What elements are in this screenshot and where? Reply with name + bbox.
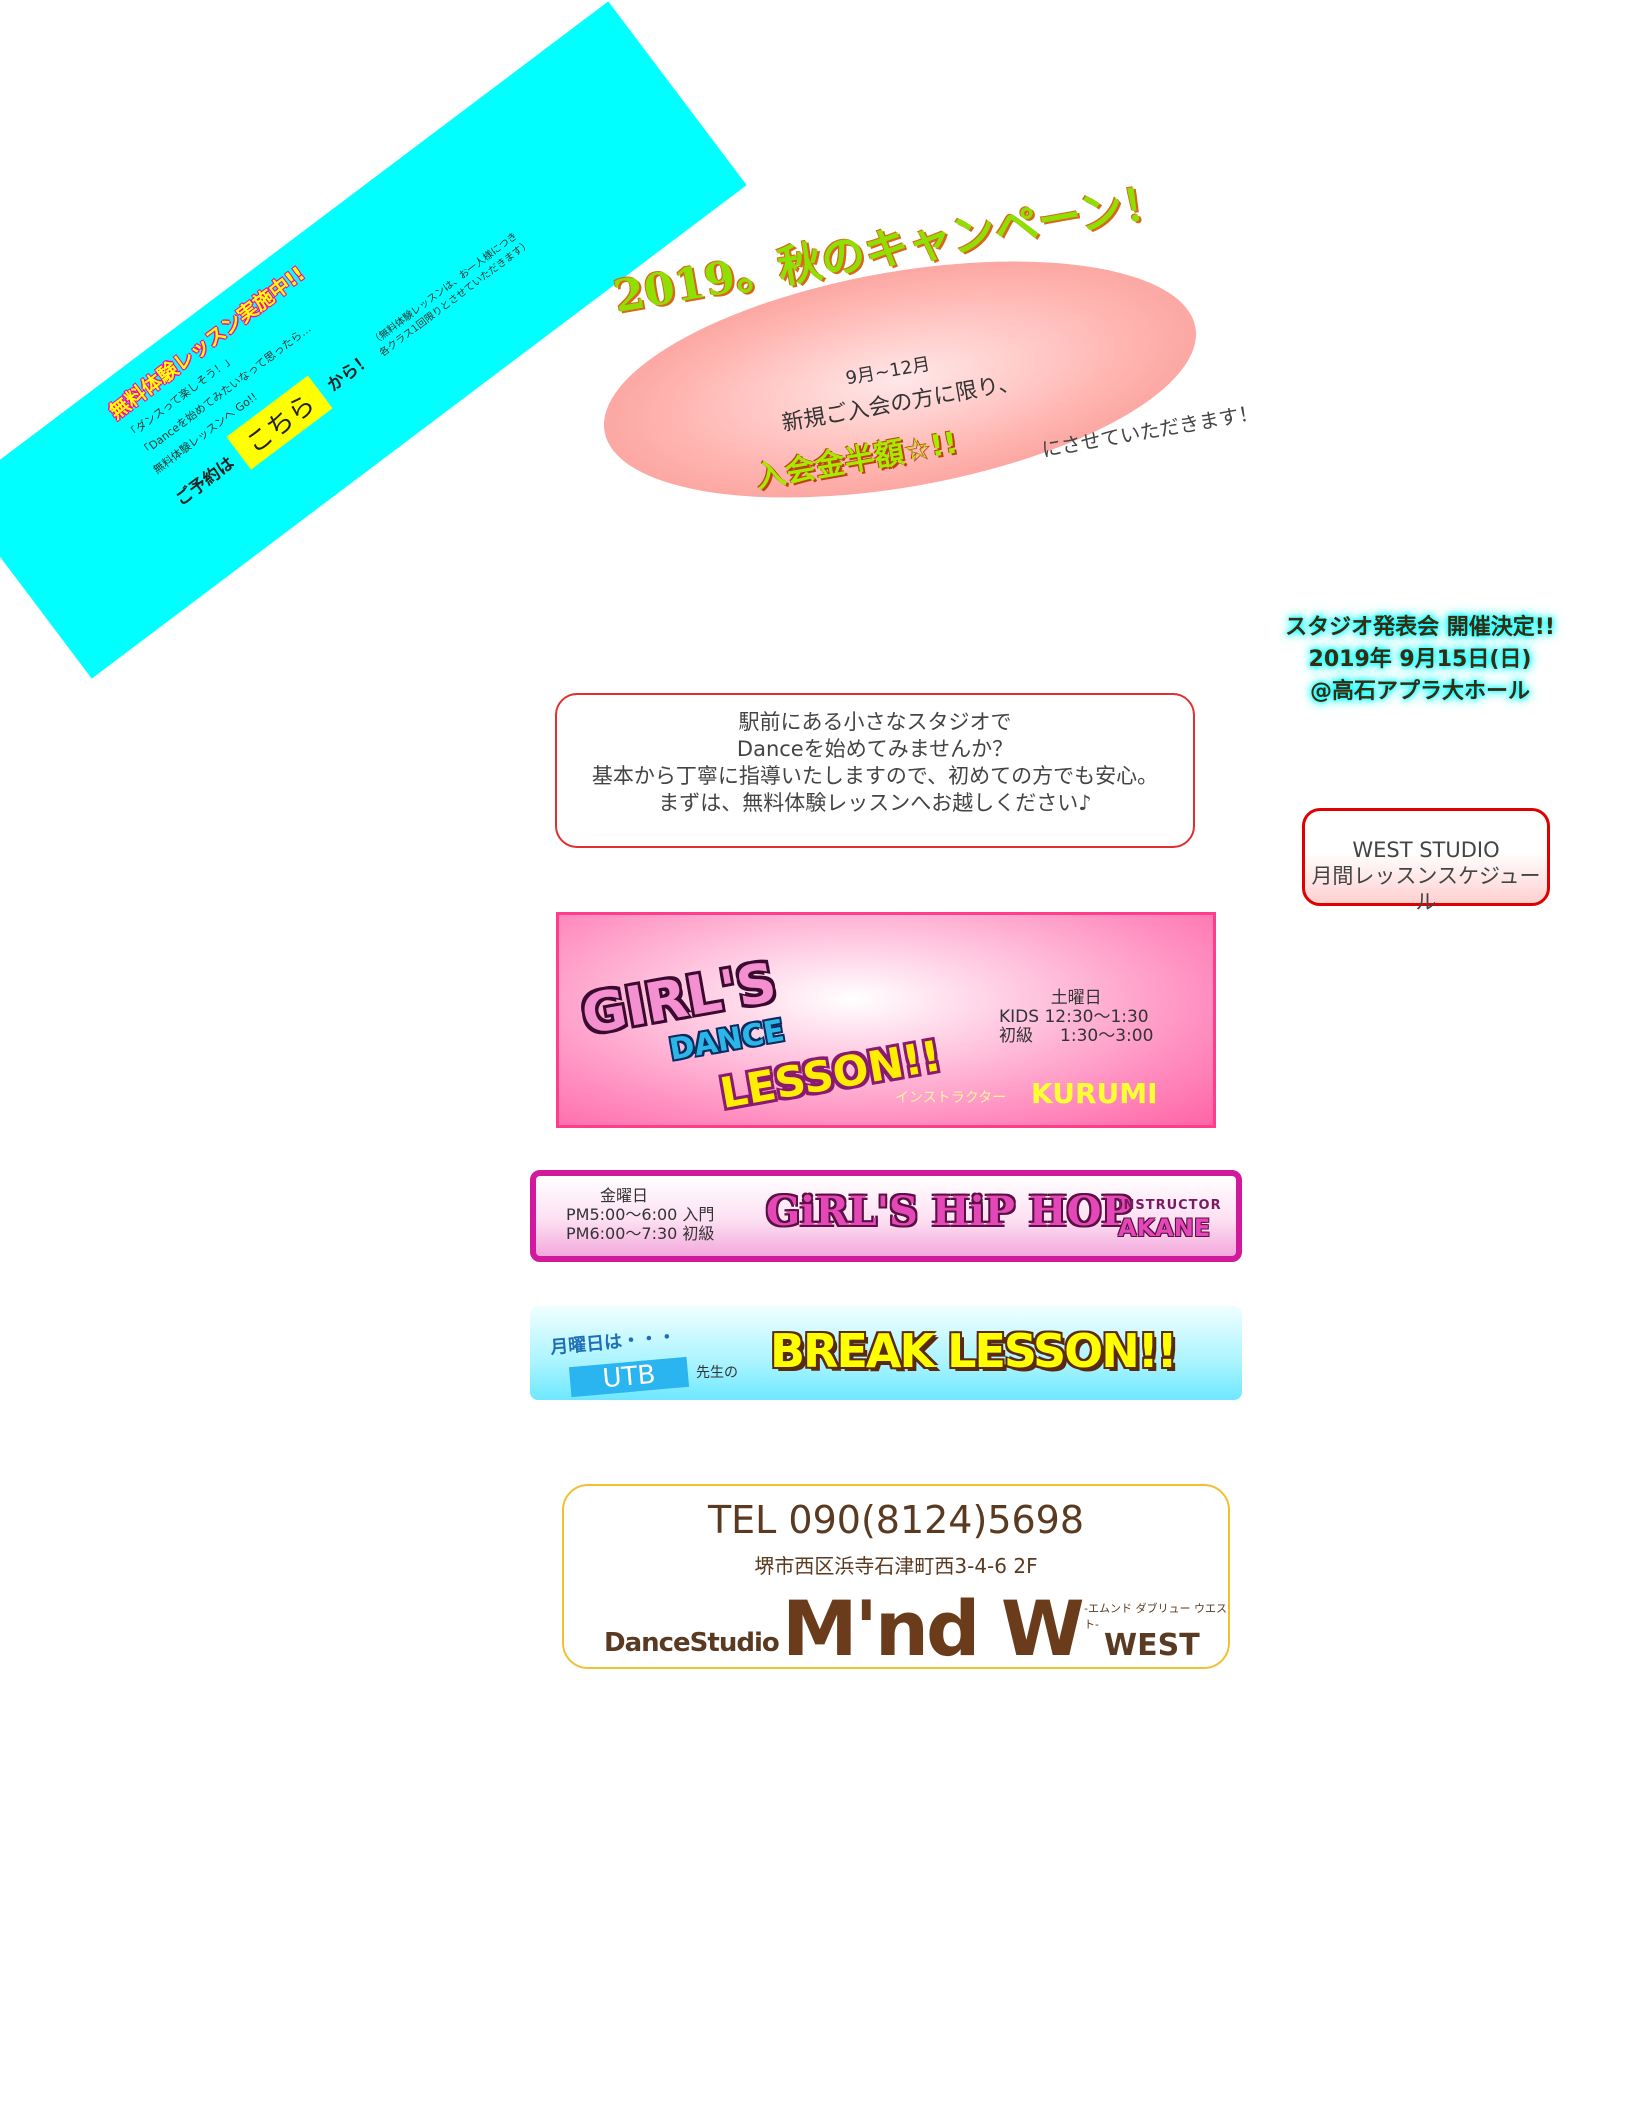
free-trial-line-2: 「Danceを始めてみたいなって思ったら…: [137, 322, 314, 460]
girls-dance-schedule: 土曜日 KIDS 12:30〜1:30 初級 1:30〜3:00: [999, 989, 1153, 1046]
girls-dance-beginner-row: 初級 1:30〜3:00: [999, 1027, 1153, 1046]
contact-studio-prefix: DanceStudio: [604, 1628, 780, 1658]
intro-line-4: まずは、無料体験レッスンへお越しください♪: [658, 791, 1092, 815]
kids-time: 12:30〜1:30: [1044, 1007, 1149, 1027]
break-teacher: UTB: [568, 1356, 690, 1398]
hiphop-level-2: 初級: [682, 1224, 715, 1243]
hiphop-instructor: AKANE: [1118, 1214, 1211, 1242]
beginner-label: 初級: [999, 1026, 1033, 1046]
girls-hiphop-banner[interactable]: 金曜日 PM5:00〜6:00 入門 PM6:00〜7:30 初級 GiRL'S…: [530, 1170, 1242, 1262]
schedule-button-line-2: 月間レッスンスケジュール: [1311, 864, 1541, 914]
west-studio-schedule-button[interactable]: WEST STUDIO 月間レッスンスケジュール: [1302, 808, 1550, 914]
break-lesson-banner[interactable]: 月曜日は・・・ UTB 先生の BREAK LESSON!!: [530, 1306, 1242, 1400]
intro-box: 駅前にある小さなスタジオで Danceを始めてみませんか？ 基本から丁寧に指導い…: [555, 693, 1195, 848]
hiphop-title: GiRL'S HiP HOP: [766, 1188, 1132, 1235]
recital-line-3: @高石アプラ大ホール: [1309, 679, 1530, 704]
hiphop-row-1: PM5:00〜6:00 入門: [566, 1205, 714, 1224]
free-trial-line-3: 無料体験レッスンへ Go!!: [150, 390, 260, 477]
studio-logo-kana: -エムンド ダブリュー ウエスト-: [1084, 1602, 1227, 1631]
kids-label: KIDS: [999, 1007, 1040, 1027]
hiphop-instructor-label: iNSTRUCTOR: [1118, 1198, 1222, 1213]
studio-logo: M'nd W: [782, 1584, 1085, 1673]
break-title: BREAK LESSON!!: [770, 1324, 1178, 1378]
girls-dance-day: 土曜日: [1050, 988, 1102, 1008]
schedule-button-line-1: WEST STUDIO: [1352, 838, 1500, 862]
hiphop-time-2: PM6:00〜7:30: [566, 1224, 678, 1243]
hiphop-day: 金曜日: [600, 1186, 649, 1205]
intro-line-2: Danceを始めてみませんか？: [736, 737, 1014, 761]
girls-dance-kids-row: KIDS 12:30〜1:30: [999, 1008, 1153, 1027]
free-trial-banner: 無料体験レッスン実施中!! 「ダンスって楽しそう！」 「Danceを始めてみたい…: [0, 1, 747, 679]
break-day: 月曜日は・・・: [549, 1326, 677, 1359]
girls-dance-instructor-label: インストラクター: [895, 1090, 1007, 1106]
hiphop-level-1: 入門: [682, 1205, 715, 1224]
girls-dance-lesson-banner[interactable]: GIRL'S DANCE LESSON!! 土曜日 KIDS 12:30〜1:3…: [556, 912, 1216, 1128]
contact-tel[interactable]: TEL 090(8124)5698: [707, 1498, 1085, 1542]
break-teacher-suffix: 先生の: [696, 1365, 738, 1381]
contact-box: TEL 090(8124)5698 堺市西区浜寺石津町西3-4-6 2F Dan…: [562, 1484, 1230, 1673]
hiphop-time-1: PM5:00〜6:00: [566, 1205, 678, 1224]
recital-line-1: スタジオ発表会 開催決定!!: [1285, 615, 1555, 640]
recital-notice: スタジオ発表会 開催決定!! 2019年 9月15日(日) @高石アプラ大ホール: [1240, 612, 1600, 708]
girls-dance-instructor: KURUMI: [1031, 1077, 1158, 1110]
studio-branch: WEST: [1104, 1628, 1200, 1663]
hiphop-schedule: 金曜日 PM5:00〜6:00 入門 PM6:00〜7:30 初級: [566, 1186, 714, 1243]
contact-address: 堺市西区浜寺石津町西3-4-6 2F: [754, 1554, 1038, 1578]
reserve-suffix: から！: [323, 349, 377, 396]
reserve-link-button[interactable]: こちら: [226, 375, 333, 470]
intro-line-1: 駅前にある小さなスタジオで: [738, 710, 1012, 734]
intro-line-3: 基本から丁寧に指導いたしますので、初めての方でも安心。: [591, 764, 1159, 788]
recital-line-2: 2019年 9月15日(日): [1308, 647, 1532, 672]
beginner-time: 1:30〜3:00: [1060, 1026, 1154, 1046]
hiphop-row-2: PM6:00〜7:30 初級: [566, 1224, 714, 1243]
